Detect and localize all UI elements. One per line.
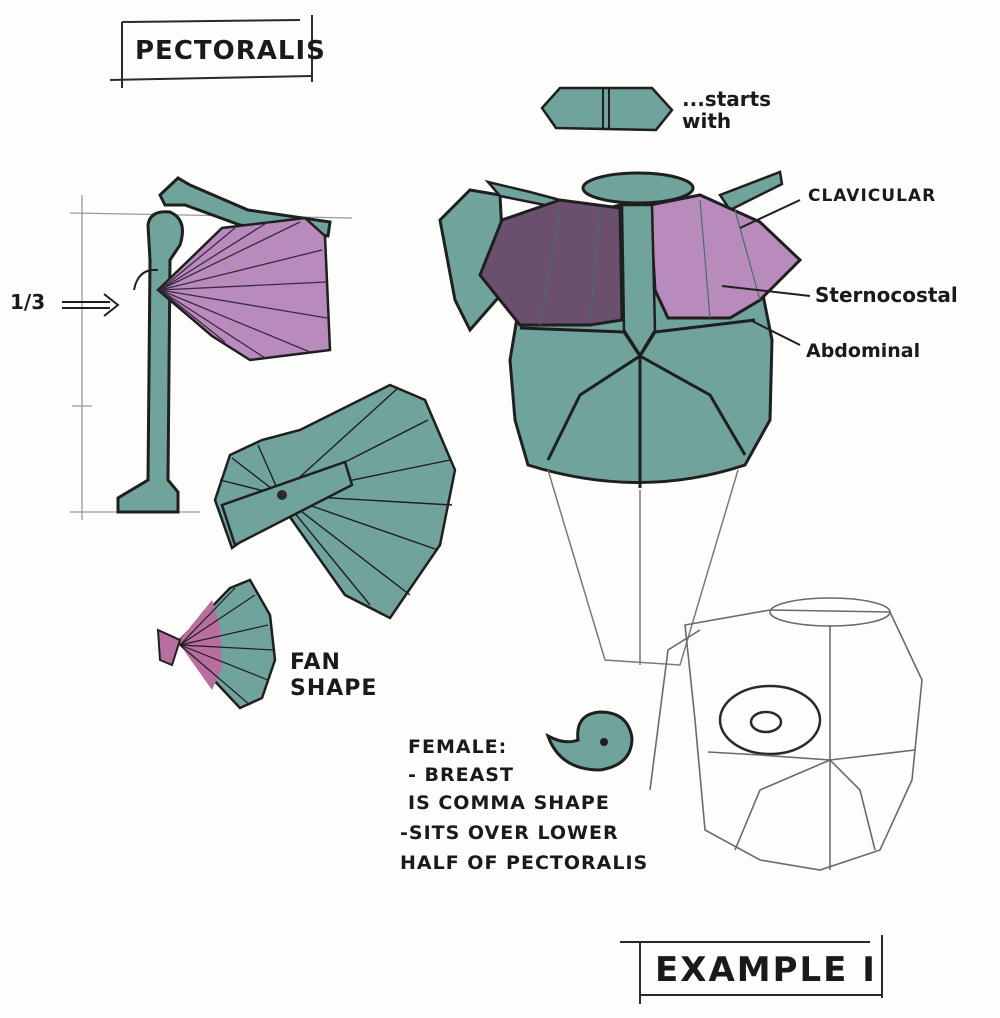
page-title: PECTORALIS: [135, 36, 326, 66]
humerus-bone: [118, 212, 182, 512]
female-note-line3: -SITS OVER LOWER: [400, 822, 619, 844]
female-note-line2: IS COMMA SHAPE: [408, 792, 610, 814]
arrow-to-humerus: [62, 270, 158, 316]
fan-label-line1: FAN: [290, 650, 341, 675]
small-fan-shape: [158, 580, 275, 708]
torso-colored: [440, 172, 800, 488]
pencil-lower-torso: [548, 470, 738, 665]
pectoral-fan-left: [158, 218, 330, 360]
sternum-start-shape: [542, 88, 672, 130]
pencil-torso-example: [650, 598, 922, 870]
female-note-line1: - BREAST: [408, 764, 514, 786]
fraction-label: 1/3: [10, 290, 45, 314]
abdominal-label: Abdominal: [806, 340, 920, 362]
clavicular-label: CLAVICULAR: [808, 186, 936, 206]
starts-with-label: ...starts with: [682, 88, 792, 132]
example-label: EXAMPLE I: [655, 950, 877, 990]
fan-label-line2: SHAPE: [290, 676, 377, 701]
comma-breast-shape: [548, 712, 632, 770]
female-note-line4: HALF OF PECTORALIS: [400, 852, 648, 874]
female-heading: FEMALE:: [408, 736, 507, 758]
sternocostal-label: Sternocostal: [815, 283, 958, 307]
